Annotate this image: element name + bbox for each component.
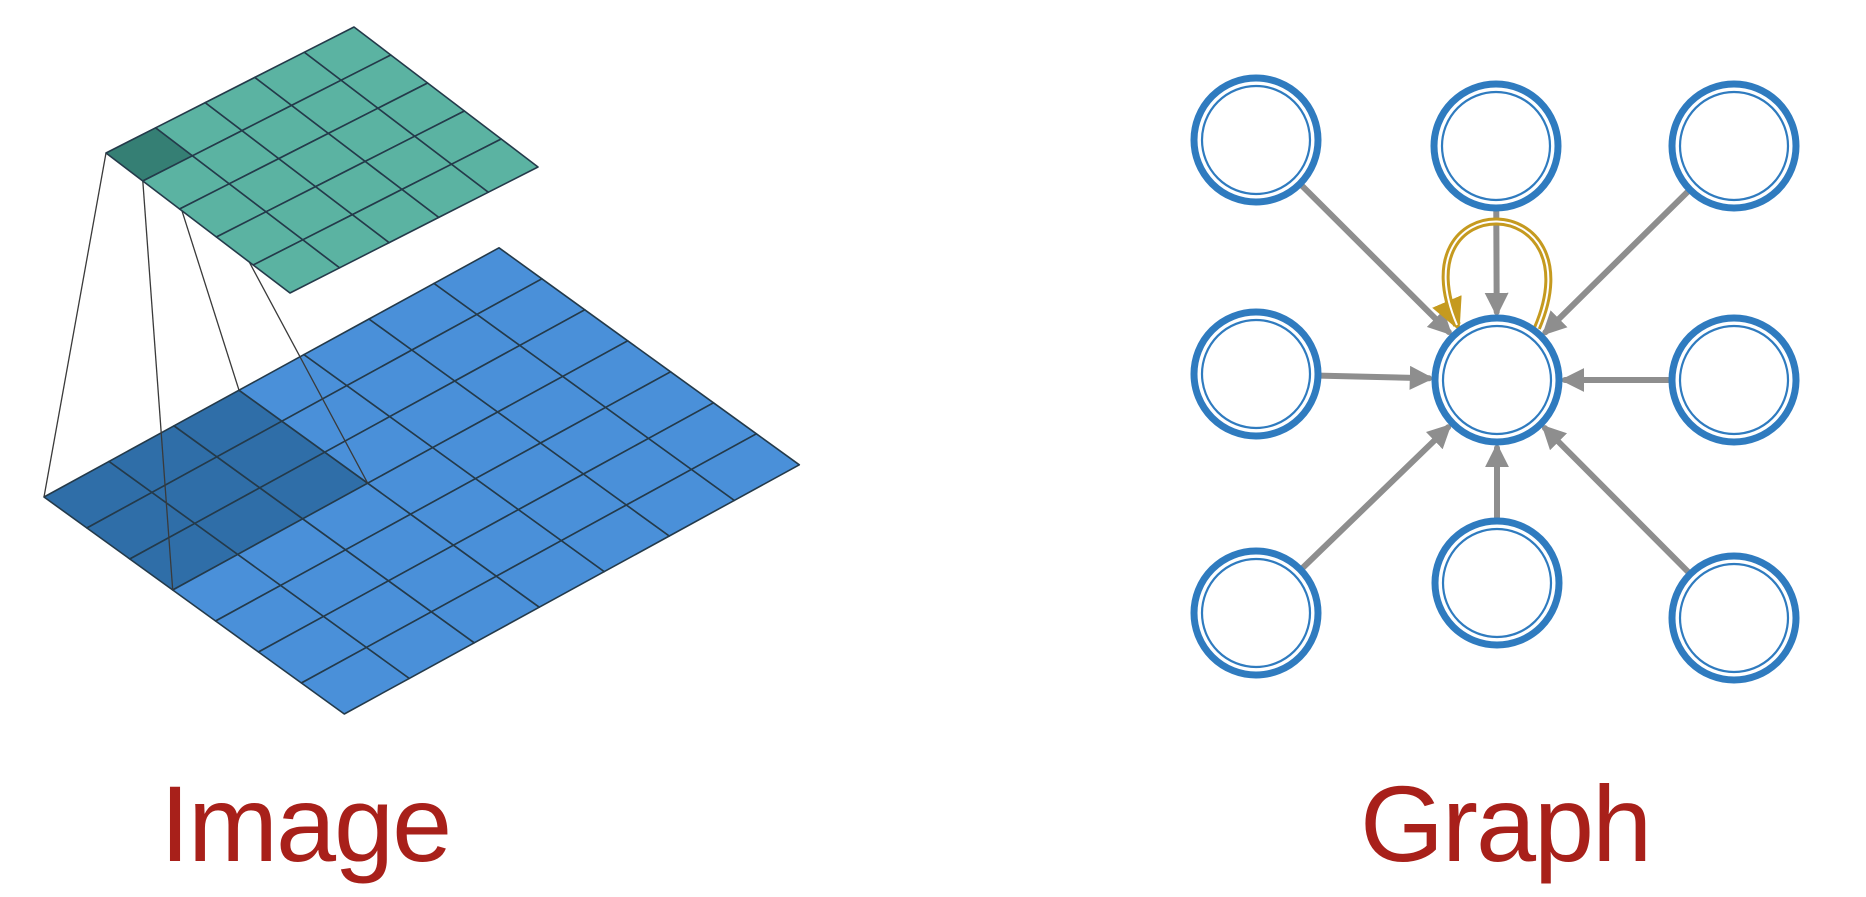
neighbor-node [1194, 551, 1318, 675]
neighbor-node [1672, 318, 1796, 442]
neighbor-node [1194, 78, 1318, 202]
message-edge-arrow [1545, 428, 1693, 577]
message-edge-arrow [1298, 427, 1448, 572]
image-convolution-diagram [44, 27, 799, 714]
graph-caption: Graph [1360, 770, 1650, 878]
neighbor-node [1672, 556, 1796, 680]
image-caption: Image [160, 770, 450, 878]
neighbor-node [1672, 84, 1796, 208]
message-edge-arrow [1545, 187, 1692, 332]
input-pixel-grid [44, 248, 799, 714]
receptive-field-line [44, 153, 106, 497]
message-edge-arrow [1314, 375, 1429, 378]
center-node [1435, 318, 1559, 442]
neighbor-node [1435, 521, 1559, 645]
graph-message-passing-diagram [1194, 78, 1796, 680]
neighbor-node [1194, 312, 1318, 436]
graph-nodes [1194, 78, 1796, 680]
message-edge-arrow [1297, 181, 1449, 332]
neighbor-node [1434, 84, 1558, 208]
output-feature-grid [106, 27, 538, 293]
